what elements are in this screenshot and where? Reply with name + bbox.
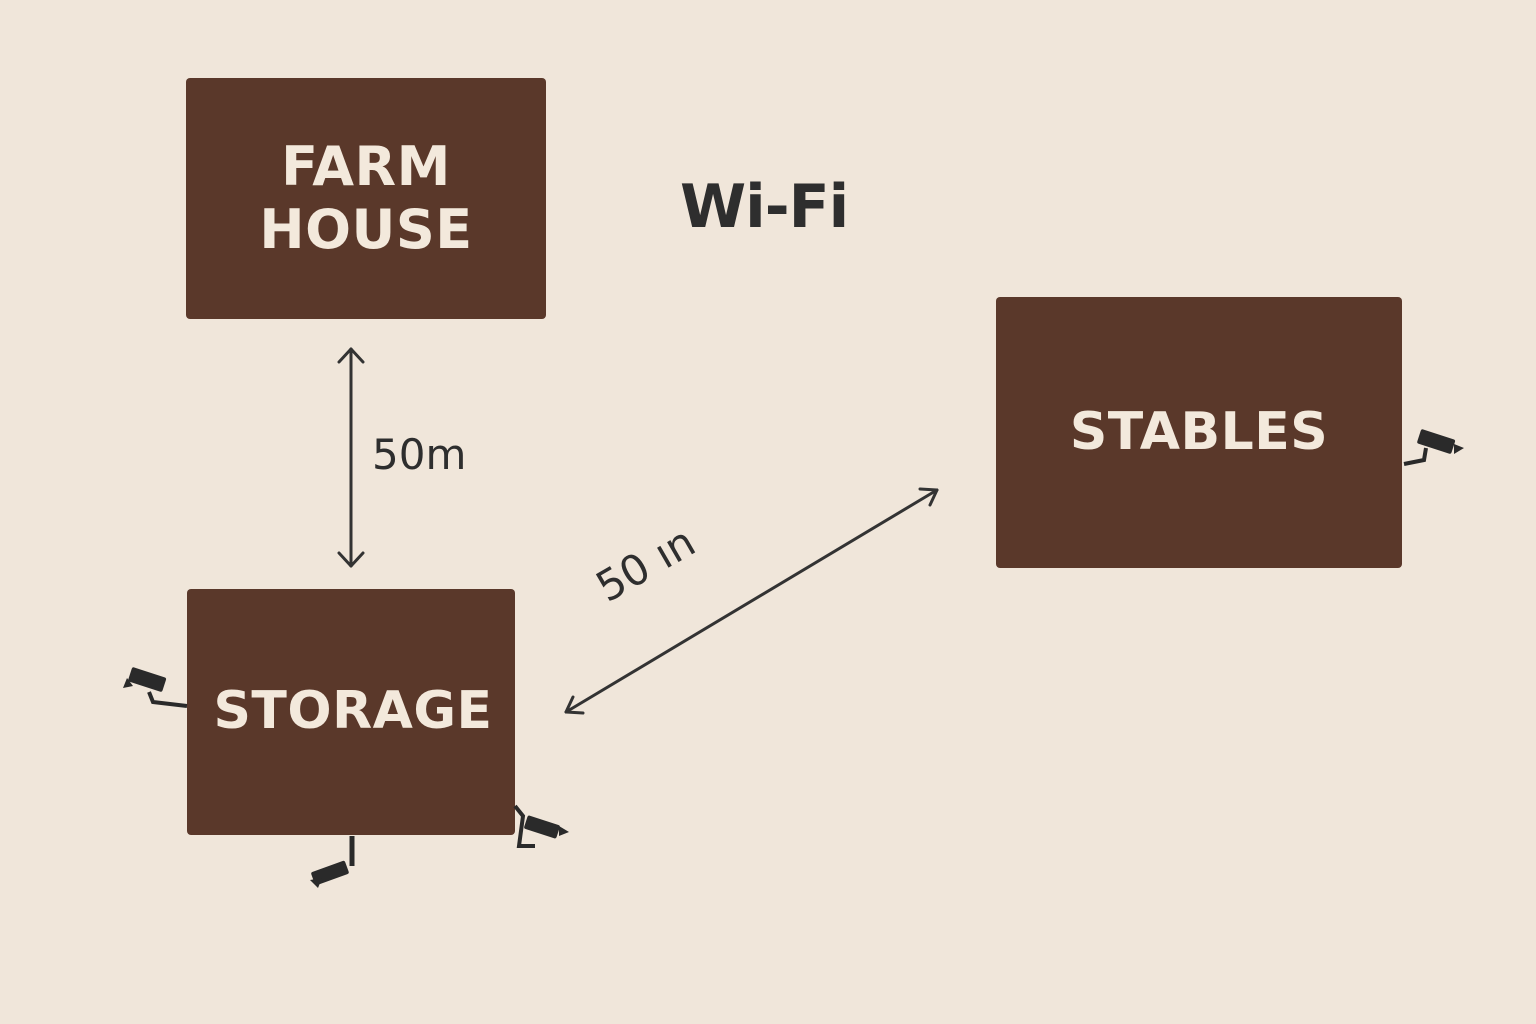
distance-label-farmhouse-storage: 50m	[372, 430, 467, 479]
stables-label: STABLES	[1069, 401, 1329, 462]
storage-label: STORAGE	[213, 681, 493, 742]
security-camera-icon	[513, 804, 569, 848]
storage-building: STORAGE	[187, 589, 515, 835]
farmhouse-building: FARM HOUSE	[186, 78, 546, 319]
security-camera-icon	[1403, 429, 1464, 466]
stables-building: STABLES	[996, 297, 1402, 568]
arrow-farmhouse-storage	[337, 347, 365, 568]
security-camera-icon	[310, 836, 355, 888]
farmhouse-label: FARM HOUSE	[259, 136, 472, 260]
wifi-label: Wi-Fi	[680, 172, 849, 242]
farmhouse-label-line1: FARM	[281, 135, 451, 199]
arrow-storage-stables	[564, 487, 939, 715]
farmhouse-label-line2: HOUSE	[259, 197, 473, 261]
security-camera-icon	[123, 667, 188, 708]
